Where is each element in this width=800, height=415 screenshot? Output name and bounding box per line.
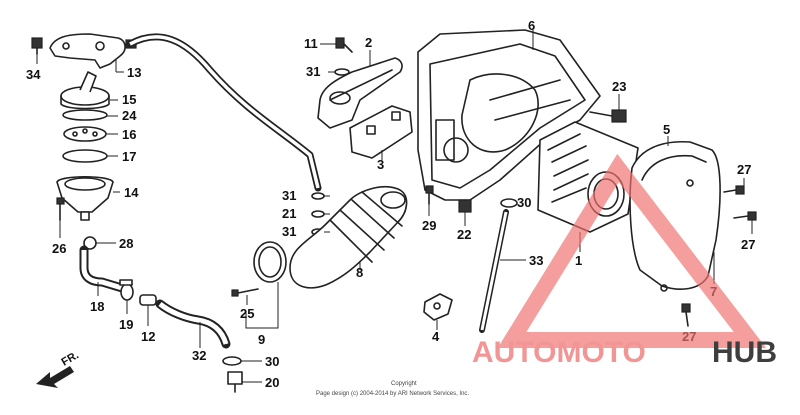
part-25-screw xyxy=(231,288,259,297)
part-23-bolt xyxy=(589,109,627,123)
part-27-screw-c xyxy=(681,303,691,327)
part-3-gasket xyxy=(349,105,413,159)
part-5-cover xyxy=(629,140,721,292)
part-16-plate xyxy=(63,126,107,142)
callout-29: 29 xyxy=(422,218,436,233)
callout-30-lower: 30 xyxy=(265,354,279,369)
callout-9: 9 xyxy=(258,332,265,347)
front-label: FR. xyxy=(60,349,81,368)
copyright-title: Copyright xyxy=(391,381,417,387)
part-17-gasket xyxy=(62,149,108,163)
leader-lines xyxy=(36,30,753,383)
callout-14: 14 xyxy=(124,185,139,200)
part-4-clip xyxy=(423,293,453,321)
callout-17: 17 xyxy=(122,149,136,164)
part-13-cover xyxy=(49,33,137,69)
callout-2: 2 xyxy=(365,35,372,50)
part-26-screw xyxy=(56,197,65,221)
part-9-band xyxy=(253,241,287,283)
callout-30-upper: 30 xyxy=(517,195,531,210)
breather-tube xyxy=(126,33,322,192)
callout-26: 26 xyxy=(52,241,66,256)
part-21-band xyxy=(311,210,325,218)
part-11-bolt xyxy=(335,37,353,53)
watermark-brand-hub: HUB xyxy=(712,336,777,369)
callout-12: 12 xyxy=(141,329,155,344)
callout-18: 18 xyxy=(90,299,104,314)
watermark-triangle-icon xyxy=(497,153,767,348)
part-8-intake-tube xyxy=(289,185,408,289)
callout-33: 33 xyxy=(529,253,543,268)
part-14-housing xyxy=(56,176,114,221)
callout-5: 5 xyxy=(663,122,670,137)
callout-4: 4 xyxy=(432,329,440,344)
part-30-clamp-upper xyxy=(500,198,518,208)
part-27-screw-a xyxy=(723,185,745,195)
automotohub-watermark: AUTOMOTO HUB xyxy=(472,153,777,369)
part-27-screw-b xyxy=(733,211,757,221)
callout-32: 32 xyxy=(192,348,206,363)
callout-31-c: 31 xyxy=(306,64,320,79)
watermark-brand-main: AUTOMOTO xyxy=(472,336,646,369)
callout-27-b: 27 xyxy=(741,237,755,252)
part-15-cap xyxy=(60,71,110,110)
callout-1: 1 xyxy=(575,253,582,268)
part-24-oring xyxy=(62,109,108,121)
callout-13: 13 xyxy=(127,65,141,80)
callout-34: 34 xyxy=(26,67,41,82)
part-30-clamp xyxy=(222,356,242,366)
callout-11: 11 xyxy=(304,36,318,51)
callout-19: 19 xyxy=(119,317,133,332)
callout-31-b: 31 xyxy=(282,224,296,239)
front-arrow-icon xyxy=(36,366,74,388)
callout-3: 3 xyxy=(377,157,384,172)
callout-labels: 34 13 15 24 16 17 14 26 28 18 19 12 32 3… xyxy=(26,18,755,390)
callout-27-a: 27 xyxy=(737,162,751,177)
copyright-line: Page design (c) 2004-2014 by ARI Network… xyxy=(316,391,469,397)
part-29-bolt xyxy=(425,185,434,205)
part-12-joint xyxy=(139,294,157,306)
part-20-plug xyxy=(227,371,243,393)
part-34-bolt xyxy=(31,37,43,55)
callout-28: 28 xyxy=(119,236,133,251)
callout-8: 8 xyxy=(356,265,363,280)
front-direction-marker: FR. xyxy=(36,349,81,388)
callout-24: 24 xyxy=(122,108,137,123)
callout-23: 23 xyxy=(612,79,626,94)
callout-16: 16 xyxy=(122,127,136,142)
part-2-duct xyxy=(317,57,403,129)
callout-20: 20 xyxy=(265,375,279,390)
part-31-clip-a xyxy=(311,192,325,200)
callout-15: 15 xyxy=(122,92,136,107)
callout-6: 6 xyxy=(528,18,535,33)
part-19-clip xyxy=(119,279,134,301)
callout-21: 21 xyxy=(282,206,296,221)
callout-25: 25 xyxy=(240,306,254,321)
callout-31-a: 31 xyxy=(282,188,296,203)
part-1-filter-element xyxy=(537,121,639,233)
part-22-bolt xyxy=(458,199,472,213)
callout-22: 22 xyxy=(457,227,471,242)
